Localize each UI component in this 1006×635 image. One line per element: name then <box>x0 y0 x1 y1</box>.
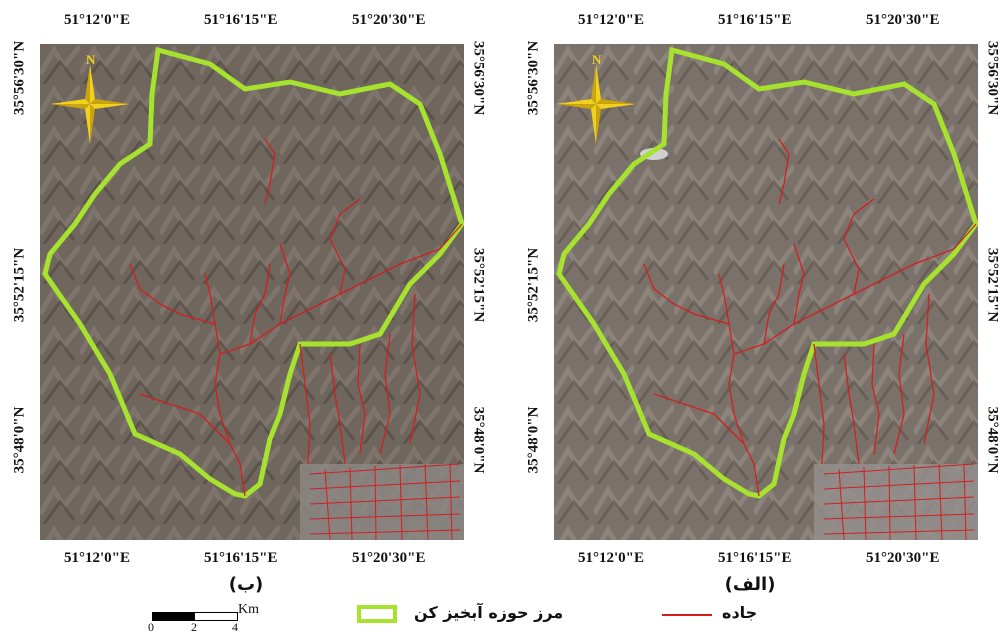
boundary-legend-swatch <box>357 605 397 623</box>
north-label: N <box>592 52 602 67</box>
satellite-map-alef: N <box>554 44 978 540</box>
scale-tick-0: 0 <box>148 620 154 634</box>
top-lon-label: 51°20'30"E <box>352 12 426 28</box>
scale-bar-black-segment <box>153 613 195 620</box>
left-lat-label: 35°56'30"N <box>525 40 542 116</box>
north-label: N <box>86 52 96 67</box>
right-lat-label: 35°56'30"N <box>984 40 1001 116</box>
left-lat-label: 35°56'30"N <box>11 40 28 116</box>
bottom-lon-label: 51°12'0"E <box>64 550 130 566</box>
left-lat-label: 35°52'15"N <box>11 247 28 323</box>
panel-caption-b: (ب) <box>228 574 264 595</box>
top-lon-label: 51°16'15"E <box>204 12 278 28</box>
north-arrow-icon <box>50 64 130 144</box>
bottom-lon-label: 51°16'15"E <box>718 550 792 566</box>
urban-area <box>300 464 464 540</box>
bottom-lon-label: 51°16'15"E <box>204 550 278 566</box>
bottom-lon-label: 51°20'30"E <box>866 550 940 566</box>
top-lon-label: 51°12'0"E <box>64 12 130 28</box>
road-network <box>129 138 463 497</box>
right-lat-label: 35°52'15"N <box>470 247 487 323</box>
top-lon-label: 51°16'15"E <box>718 12 792 28</box>
road-legend-label: جاده <box>722 603 758 622</box>
right-lat-label: 35°56'30"N <box>470 40 487 116</box>
right-lat-label: 35°48'0"N <box>984 406 1001 474</box>
urban-area <box>814 464 978 540</box>
top-lon-label: 51°12'0"E <box>578 12 644 28</box>
scale-unit: Km <box>238 602 259 617</box>
left-lat-label: 35°52'15"N <box>525 247 542 323</box>
scale-bar <box>152 612 238 621</box>
scale-tick-4: 4 <box>232 620 238 634</box>
panel-caption-alef: (الف) <box>724 574 776 595</box>
road-network <box>643 138 977 497</box>
north-arrow-icon <box>556 64 636 144</box>
bottom-lon-label: 51°20'30"E <box>352 550 426 566</box>
urban-road-grid <box>309 463 461 540</box>
right-lat-label: 35°48'0"N <box>470 406 487 474</box>
scale-tick-2: 2 <box>191 620 197 634</box>
right-lat-label: 35°52'15"N <box>984 247 1001 323</box>
left-lat-label: 35°48'0"N <box>11 406 28 474</box>
map-canvas-b <box>40 44 464 540</box>
top-lon-label: 51°20'30"E <box>866 12 940 28</box>
satellite-map-b: N <box>40 44 464 540</box>
map-canvas-alef <box>554 44 978 540</box>
road-legend-swatch <box>662 614 712 616</box>
watershed-boundary <box>556 46 978 499</box>
left-lat-label: 35°48'0"N <box>525 406 542 474</box>
urban-road-grid <box>823 463 975 540</box>
boundary-legend-label: مرز حوزه آبخیز کن <box>414 603 564 622</box>
bottom-lon-label: 51°12'0"E <box>578 550 644 566</box>
watershed-boundary <box>42 46 464 499</box>
